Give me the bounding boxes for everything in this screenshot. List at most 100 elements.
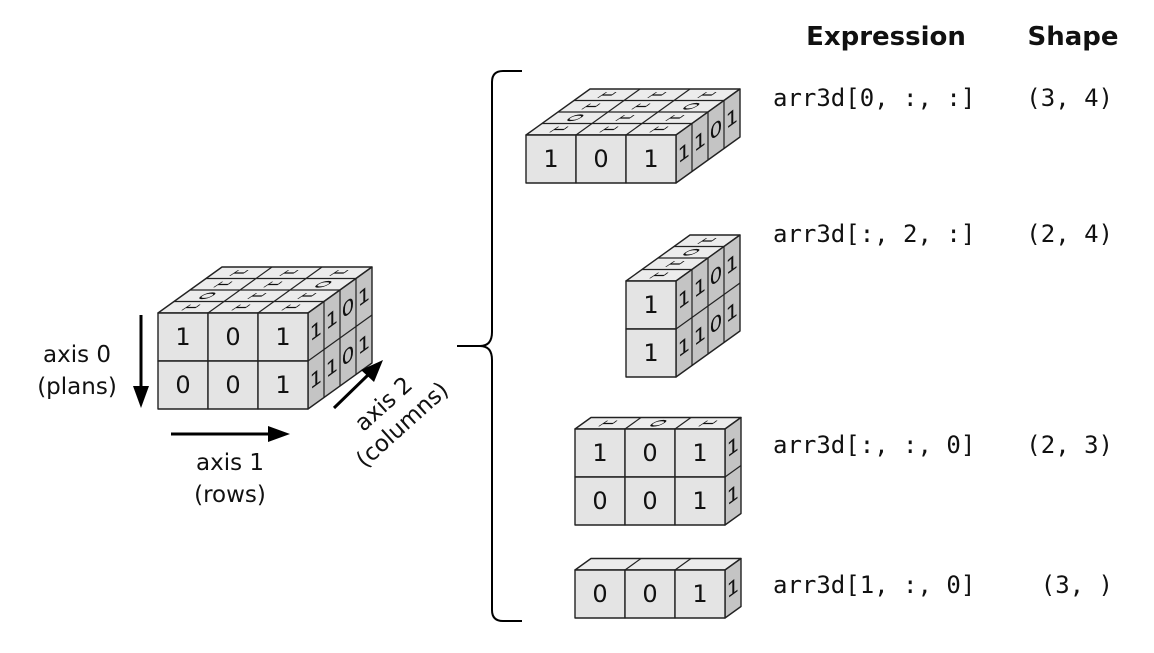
slice-1-block-front-value: 1	[643, 291, 658, 319]
slice-3-block-top-gridline	[674, 558, 692, 571]
slice-1-block-side-value: 1	[726, 249, 739, 281]
slice-2-block-top-gridline	[624, 417, 642, 430]
full-array-cube-side-value: 1	[326, 352, 339, 384]
full-array-cube-top-value: 1	[226, 303, 257, 312]
slice-2-block-top-value: 0	[643, 419, 674, 428]
slice-2-block-front-cell	[674, 476, 726, 526]
full-array-cube-top-value: 1	[176, 303, 207, 312]
full-array-cube-top-value: 1	[292, 291, 323, 300]
full-array-cube-top-value: 0	[308, 280, 339, 289]
slice-1-block-side-value: 1	[726, 297, 739, 329]
slice-3-block-side-value: 1	[727, 572, 740, 604]
slice-bracket	[457, 70, 522, 622]
slice-0-block-top-value: 0	[676, 102, 707, 111]
slice-1-block-side-value: 1	[694, 320, 707, 352]
slice-2-block-top-gridline	[674, 417, 692, 430]
slice-1-block-side-value: 0	[710, 260, 723, 292]
full-array-cube-top-value: 1	[208, 280, 239, 289]
slice-2-block-top-value: 1	[593, 419, 624, 428]
slice-1-block-front-value: 1	[643, 339, 658, 367]
slice-0-block-top-value: 1	[576, 102, 607, 111]
axis2-arrowhead	[361, 360, 383, 382]
slice-0-block-top-gridline	[575, 88, 641, 136]
slice-2-block-front-value: 0	[642, 487, 657, 515]
slice-2-block-front-value: 0	[592, 487, 607, 515]
full-array-cube-top-value: 1	[224, 268, 255, 277]
axis1-desc: (rows)	[194, 482, 266, 508]
slice-0-block-front-value: 1	[643, 145, 658, 173]
slice-3-block-front-value: 1	[692, 580, 707, 608]
shape-row-1: (2, 4)	[1026, 220, 1113, 248]
full-array-cube-top-gridline	[207, 266, 273, 314]
full-array-cube-top-value: 1	[274, 268, 305, 277]
slice-0-block-front-value: 0	[593, 145, 608, 173]
slice-0-block-top-value: 1	[692, 90, 723, 99]
shape-header: Shape	[1027, 22, 1118, 52]
axis0-arrowhead	[133, 386, 149, 408]
full-array-cube-top-value: 1	[276, 303, 307, 312]
slice-3-block-top-gridline	[624, 558, 642, 571]
slice-0-block-top-value: 1	[626, 102, 657, 111]
axis-arrows	[133, 315, 383, 442]
full-array-cube-side-value: 1	[358, 329, 371, 361]
slice-1-block-side-value: 0	[710, 308, 723, 340]
axis0-desc: (plans)	[37, 374, 117, 400]
slice-2-block-front-value: 1	[692, 487, 707, 515]
slice-1-block-top-value: 1	[644, 271, 675, 280]
slice-3-block-front-value: 0	[592, 580, 607, 608]
full-array-cube-top-value: 1	[324, 268, 355, 277]
slice-1-block-front-cell	[625, 328, 677, 378]
slice-1-block-top-value: 1	[692, 236, 723, 245]
axis1-label: axis 1	[196, 450, 264, 476]
slice-0-block-top-value: 1	[642, 90, 673, 99]
slice-2-block-front-value: 1	[592, 439, 607, 467]
expression-row-0: arr3d[0, :, :]	[773, 84, 975, 112]
full-array-cube-side-value: 1	[310, 315, 323, 347]
expression-row-2: arr3d[:, :, 0]	[773, 431, 975, 459]
slice-2-block-front-value: 0	[642, 439, 657, 467]
axis2-arrow	[332, 373, 370, 410]
full-array-cube-front-cell	[257, 360, 309, 410]
slice-0-block-top-gridline	[625, 88, 691, 136]
expression-header: Expression	[806, 22, 966, 52]
shape-row-3: (3, )	[1041, 571, 1113, 599]
full-array-cube-side-value: 1	[358, 281, 371, 313]
shape-row-2: (2, 3)	[1026, 431, 1113, 459]
slice-0-block-top-value: 1	[660, 113, 691, 122]
slice-0-block-top-value: 0	[560, 113, 591, 122]
slice-3-block-front-value: 0	[642, 580, 657, 608]
slice-0-block-side-value: 1	[726, 103, 739, 135]
slice-0-block-top-value: 1	[544, 125, 575, 134]
full-array-cube-side-value: 1	[310, 363, 323, 395]
full-array-cube-top-value: 1	[258, 280, 289, 289]
full-array-cube-side-value: 0	[342, 340, 355, 372]
slice-1-block-side-gridline	[675, 282, 741, 330]
slice-2-block-side-value: 1	[727, 431, 740, 463]
slice-0-block-top-value: 1	[592, 90, 623, 99]
full-array-cube-side-value: 0	[342, 292, 355, 324]
slice-0-block-side-value: 1	[694, 126, 707, 158]
axis0-label: axis 0	[43, 342, 111, 368]
slice-1-block-side-value: 1	[678, 283, 691, 315]
slice-3-block-front-cell	[674, 569, 726, 619]
slice-1-block-side-value: 1	[694, 272, 707, 304]
full-array-cube-front-value: 0	[225, 323, 240, 351]
full-array-cube-side-value: 1	[326, 304, 339, 336]
full-array-cube-top-value: 1	[242, 291, 273, 300]
expression-row-1: arr3d[:, 2, :]	[773, 220, 975, 248]
slice-1-block-top-value: 0	[676, 248, 707, 257]
slice-2-block-top-value: 1	[693, 419, 724, 428]
slice-2-block-side-gridline	[724, 465, 742, 478]
full-array-cube-front-value: 0	[225, 371, 240, 399]
full-array-cube-front-value: 1	[275, 371, 290, 399]
slice-0-block-front-value: 1	[543, 145, 558, 173]
slice-1-block-side-value: 1	[678, 331, 691, 363]
axis1-arrowhead	[268, 426, 290, 442]
slice-1-block-top-value: 1	[660, 259, 691, 268]
